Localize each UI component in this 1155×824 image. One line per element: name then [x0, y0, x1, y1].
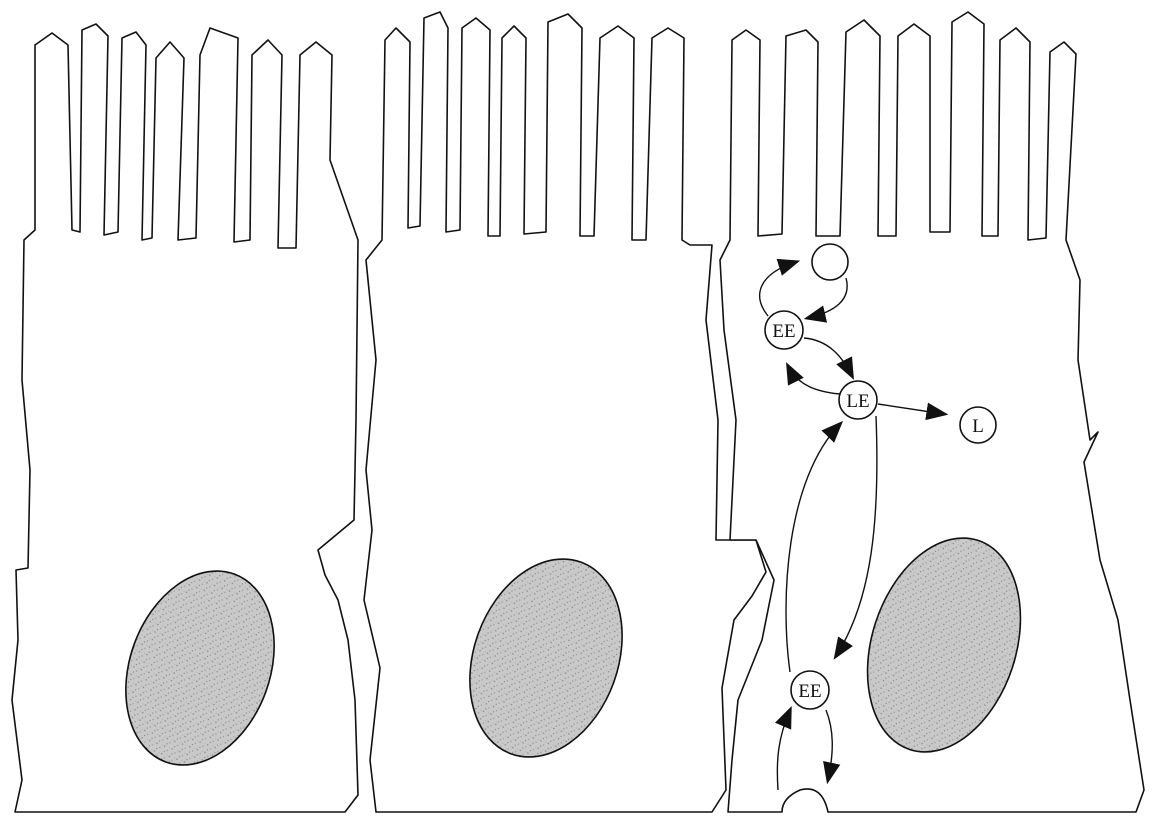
lysosome-label: L — [972, 416, 984, 437]
lysosome: L — [960, 407, 996, 443]
early-endosome-basal: EE — [791, 671, 829, 709]
late-endosome: LE — [839, 381, 877, 419]
le-label: LE — [846, 391, 869, 412]
early-endosome-apical: EE — [765, 311, 803, 349]
ee-basal-label: EE — [798, 681, 821, 702]
apical-vesicle — [812, 244, 848, 280]
ee-apical-label: EE — [772, 321, 795, 342]
